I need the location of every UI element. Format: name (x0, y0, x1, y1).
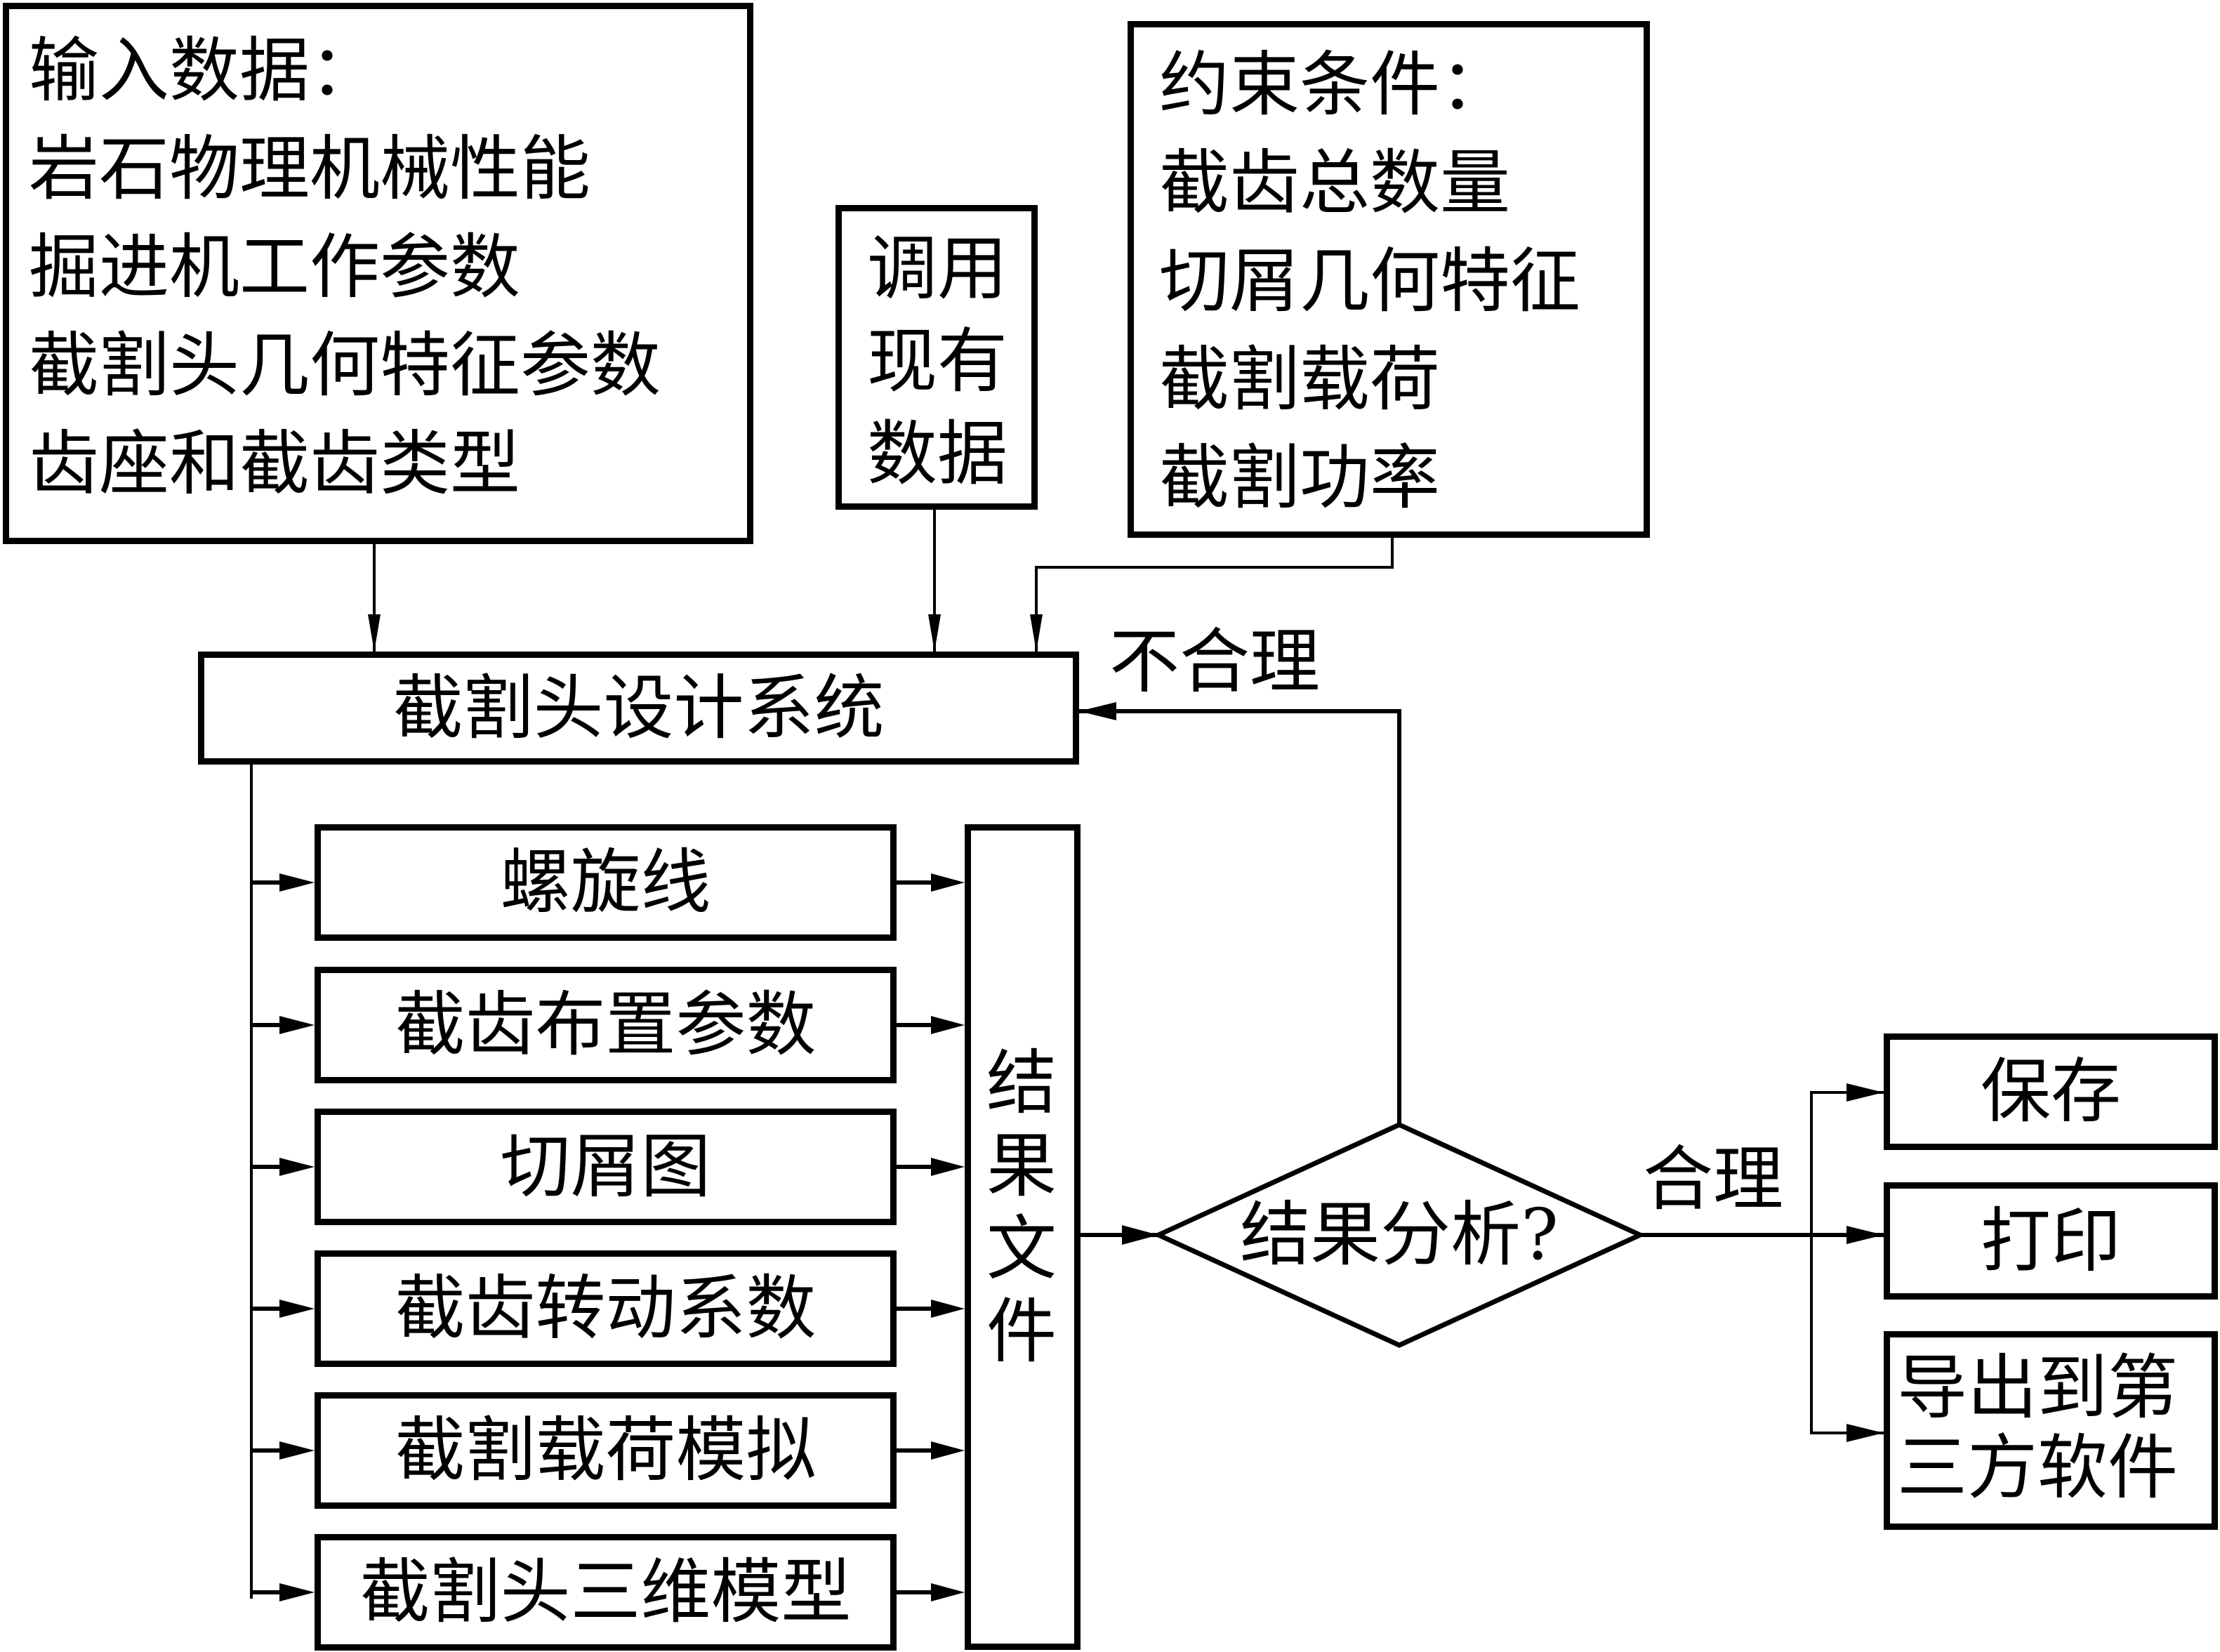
existing-data-line: 数据 (867, 413, 1007, 495)
decision-label: 结果分析? (1240, 1194, 1559, 1276)
constraint-title: 约束条件： (1159, 44, 1510, 126)
export-label-line: 三方软件 (1897, 1427, 2178, 1509)
existing-data-box: 调用 现有 数据 (835, 205, 1038, 510)
print-box: 打印 (1884, 1182, 2218, 1300)
module-box-rotation-coefficient: 截齿转动系数 (315, 1250, 897, 1367)
decision-diamond (1152, 1122, 1646, 1348)
arrowhead (931, 1158, 965, 1176)
result-file-char: 果 (986, 1125, 1057, 1207)
arrowhead (279, 1016, 315, 1034)
arrowhead (279, 873, 315, 892)
input-item: 掘进机工作参数 (29, 226, 520, 308)
unreasonable-label: 不合理 (1109, 621, 1320, 703)
arrowhead (931, 1016, 965, 1034)
arrowhead (279, 1300, 315, 1318)
print-label: 打印 (1981, 1199, 2121, 1282)
save-box: 保存 (1884, 1033, 2218, 1150)
design-system-label: 截割头设计系统 (392, 666, 885, 749)
design-system-box: 截割头设计系统 (198, 652, 1079, 765)
input-data-box: 输入数据： 岩石物理机械性能 掘进机工作参数 截割头几何特征参数 齿座和截齿类型 (3, 3, 753, 544)
input-item: 岩石物理机械性能 (29, 128, 590, 210)
arrowhead (1122, 1225, 1158, 1245)
arrowhead (931, 873, 965, 892)
arrowhead (931, 1583, 965, 1601)
input-data-title: 输入数据： (29, 29, 380, 112)
arrowhead (1846, 1424, 1884, 1442)
existing-data-line: 现有 (867, 320, 1007, 402)
export-box: 导出到第 三方软件 (1884, 1331, 2218, 1530)
module-box-3d-model: 截割头三维模型 (315, 1534, 897, 1651)
constraint-item: 截割载荷 (1159, 338, 1440, 421)
arrow-constraints-to-system (1035, 538, 1394, 652)
result-file-box: 结 果 文 件 (965, 824, 1081, 1650)
module-box-spiral: 螺旋线 (315, 824, 897, 941)
result-file-char: 结 (986, 1042, 1057, 1124)
arrowhead (931, 1300, 965, 1318)
module-label: 螺旋线 (500, 841, 711, 923)
input-item: 齿座和截齿类型 (29, 423, 520, 505)
constraint-item: 截齿总数量 (1159, 142, 1510, 224)
result-file-char: 件 (986, 1290, 1057, 1373)
reasonable-label: 合理 (1643, 1138, 1783, 1220)
arrowhead (368, 614, 381, 652)
module-box-load-simulation: 截割载荷模拟 (315, 1392, 897, 1509)
save-label: 保存 (1981, 1050, 2121, 1132)
result-file-char: 文 (986, 1208, 1057, 1290)
arrow-feedback-unreasonable (1079, 709, 1401, 1125)
arrowhead (931, 1441, 965, 1460)
branch-line (1810, 1091, 1884, 1434)
module-label: 切屑图 (500, 1125, 711, 1208)
module-box-pick-layout: 截齿布置参数 (315, 967, 897, 1083)
arrowhead (279, 1583, 315, 1601)
module-label: 截齿布置参数 (395, 984, 817, 1066)
export-label-line: 导出到第 (1897, 1347, 2178, 1429)
arrowhead (279, 1158, 315, 1176)
constraint-box: 约束条件： 截齿总数量 切屑几何特征 截割载荷 截割功率 (1128, 21, 1650, 538)
arrowhead (928, 614, 941, 652)
module-label: 截齿转动系数 (395, 1267, 817, 1349)
arrowhead (1846, 1083, 1884, 1102)
arrowhead (1846, 1226, 1884, 1244)
existing-data-line: 调用 (867, 227, 1007, 310)
input-item: 截割头几何特征参数 (29, 324, 661, 407)
module-box-chip-diagram: 切屑图 (315, 1109, 897, 1225)
constraint-item: 截割功率 (1159, 437, 1440, 519)
arrowhead (279, 1441, 315, 1460)
arrowhead (1030, 614, 1043, 652)
arrowhead (1079, 702, 1116, 720)
module-label: 截割载荷模拟 (395, 1409, 817, 1491)
module-label: 截割头三维模型 (359, 1551, 852, 1633)
constraint-item: 切屑几何特征 (1159, 240, 1580, 322)
